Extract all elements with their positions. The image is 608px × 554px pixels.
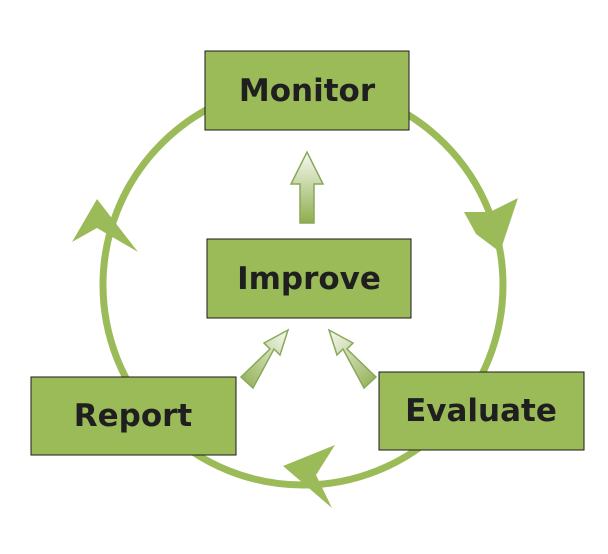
node-evaluate: Evaluate	[378, 371, 585, 451]
arrow-evaluate-to-improve	[327, 328, 378, 390]
arrow-report-to-improve	[239, 328, 290, 390]
node-improve: Improve	[206, 238, 412, 319]
cycle-arrowhead-left	[72, 199, 138, 252]
node-report: Report	[30, 376, 237, 456]
node-improve-label: Improve	[237, 261, 381, 297]
arrow-improve-to-monitor	[289, 150, 325, 224]
node-monitor: Monitor	[204, 50, 410, 131]
cycle-arrowhead-right	[464, 198, 518, 252]
node-report-label: Report	[74, 398, 193, 434]
node-evaluate-label: Evaluate	[405, 393, 557, 429]
cycle-arrowhead-bottom	[283, 445, 335, 508]
node-monitor-label: Monitor	[239, 73, 376, 109]
